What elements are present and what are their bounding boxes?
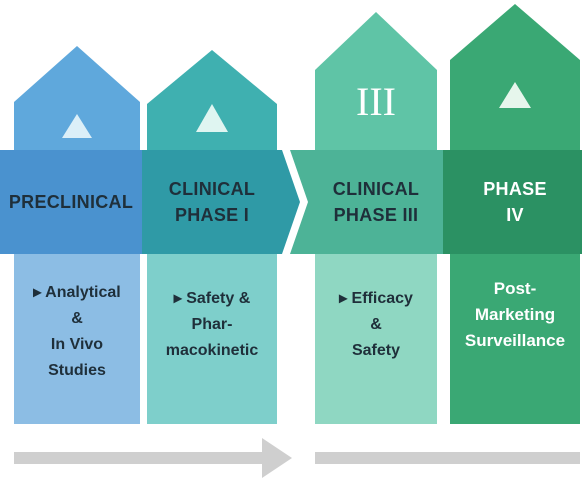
- phase-clinical-1-title-line-1: CLINICAL: [168, 179, 256, 199]
- phase-clinical-1-title-line-2: PHASE I: [174, 205, 250, 225]
- phase-clinical-3-desc-line-3: Safety: [351, 342, 401, 359]
- phase-preclinical-desc-line-4: Studies: [48, 362, 106, 379]
- phase-clinical-1-title: CLINICAL PHASE I: [147, 150, 277, 254]
- phase-4-title: PHASE IV: [450, 150, 580, 254]
- phase-clinical-3-roof-numeral: III: [356, 79, 396, 124]
- timeline-arrow: [14, 438, 292, 478]
- phase-clinical-3-title: CLINICAL PHASE III: [315, 150, 437, 254]
- phase-preclinical-title: PRECLINICAL: [0, 150, 142, 254]
- phase-clinical-3-description: ▸ Efficacy & Safety: [315, 286, 437, 364]
- phase-clinical-3-header-band: [290, 150, 443, 254]
- phase-clinical-1-description: ▸ Safety & Phar- macokinetic: [147, 286, 277, 364]
- phase-4-description: Post- Marketing Surveillance: [450, 276, 580, 354]
- phase-4-title-line-2: IV: [506, 205, 524, 225]
- phase-clinical-3: [290, 12, 443, 424]
- phase-4: [443, 4, 582, 424]
- phase-preclinical-desc-line-2: &: [71, 310, 83, 327]
- triangle-icon: [62, 114, 92, 138]
- phase-clinical-1-header-band: [142, 150, 300, 254]
- phase-clinical-3-body: [315, 254, 437, 424]
- phase-4-desc-line-2: Marketing: [474, 305, 556, 324]
- phase-4-desc-line-1: Post-: [493, 279, 537, 298]
- phase-preclinical-roof: [14, 46, 140, 150]
- phase-clinical-1-desc-line-1: ▸ Safety &: [173, 290, 251, 307]
- phase-preclinical-title-line-1: PRECLINICAL: [8, 192, 134, 212]
- phase-clinical-3-desc-line-2: &: [370, 316, 382, 333]
- phase-4-body: [450, 254, 580, 424]
- triangle-icon: [196, 104, 228, 132]
- phase-4-header-band: [443, 150, 582, 254]
- phase-preclinical-desc-line-1: ▸ Analytical: [33, 284, 121, 301]
- phase-preclinical-header-band: [0, 150, 142, 254]
- phase-preclinical-body: [14, 254, 140, 424]
- phase-preclinical-description: ▸ Analytical & In Vivo Studies: [14, 280, 140, 384]
- phase-clinical-1-desc-line-3: macokinetic: [165, 342, 259, 359]
- phase-clinical-3-desc-line-1: ▸ Efficacy: [339, 290, 413, 307]
- phase-clinical-1-desc-line-2: Phar-: [191, 316, 233, 333]
- phase-clinical-3-title-line-1: CLINICAL: [332, 179, 420, 199]
- phase-clinical-3-roof: [315, 12, 437, 150]
- phase-clinical-1-roof: [147, 50, 277, 150]
- triangle-icon: [499, 82, 531, 108]
- phase-clinical-1: [142, 50, 300, 424]
- phase-preclinical: [0, 46, 142, 424]
- phase-clinical-3-title-line-2: PHASE III: [333, 205, 419, 225]
- phase-4-desc-line-3: Surveillance: [464, 331, 566, 350]
- phase-clinical-1-body: [147, 254, 277, 424]
- phase-4-roof: [450, 4, 580, 150]
- phase-4-title-line-1: PHASE: [483, 179, 547, 199]
- phase-preclinical-desc-line-3: In Vivo: [50, 336, 104, 353]
- timeline-bar: [315, 452, 580, 464]
